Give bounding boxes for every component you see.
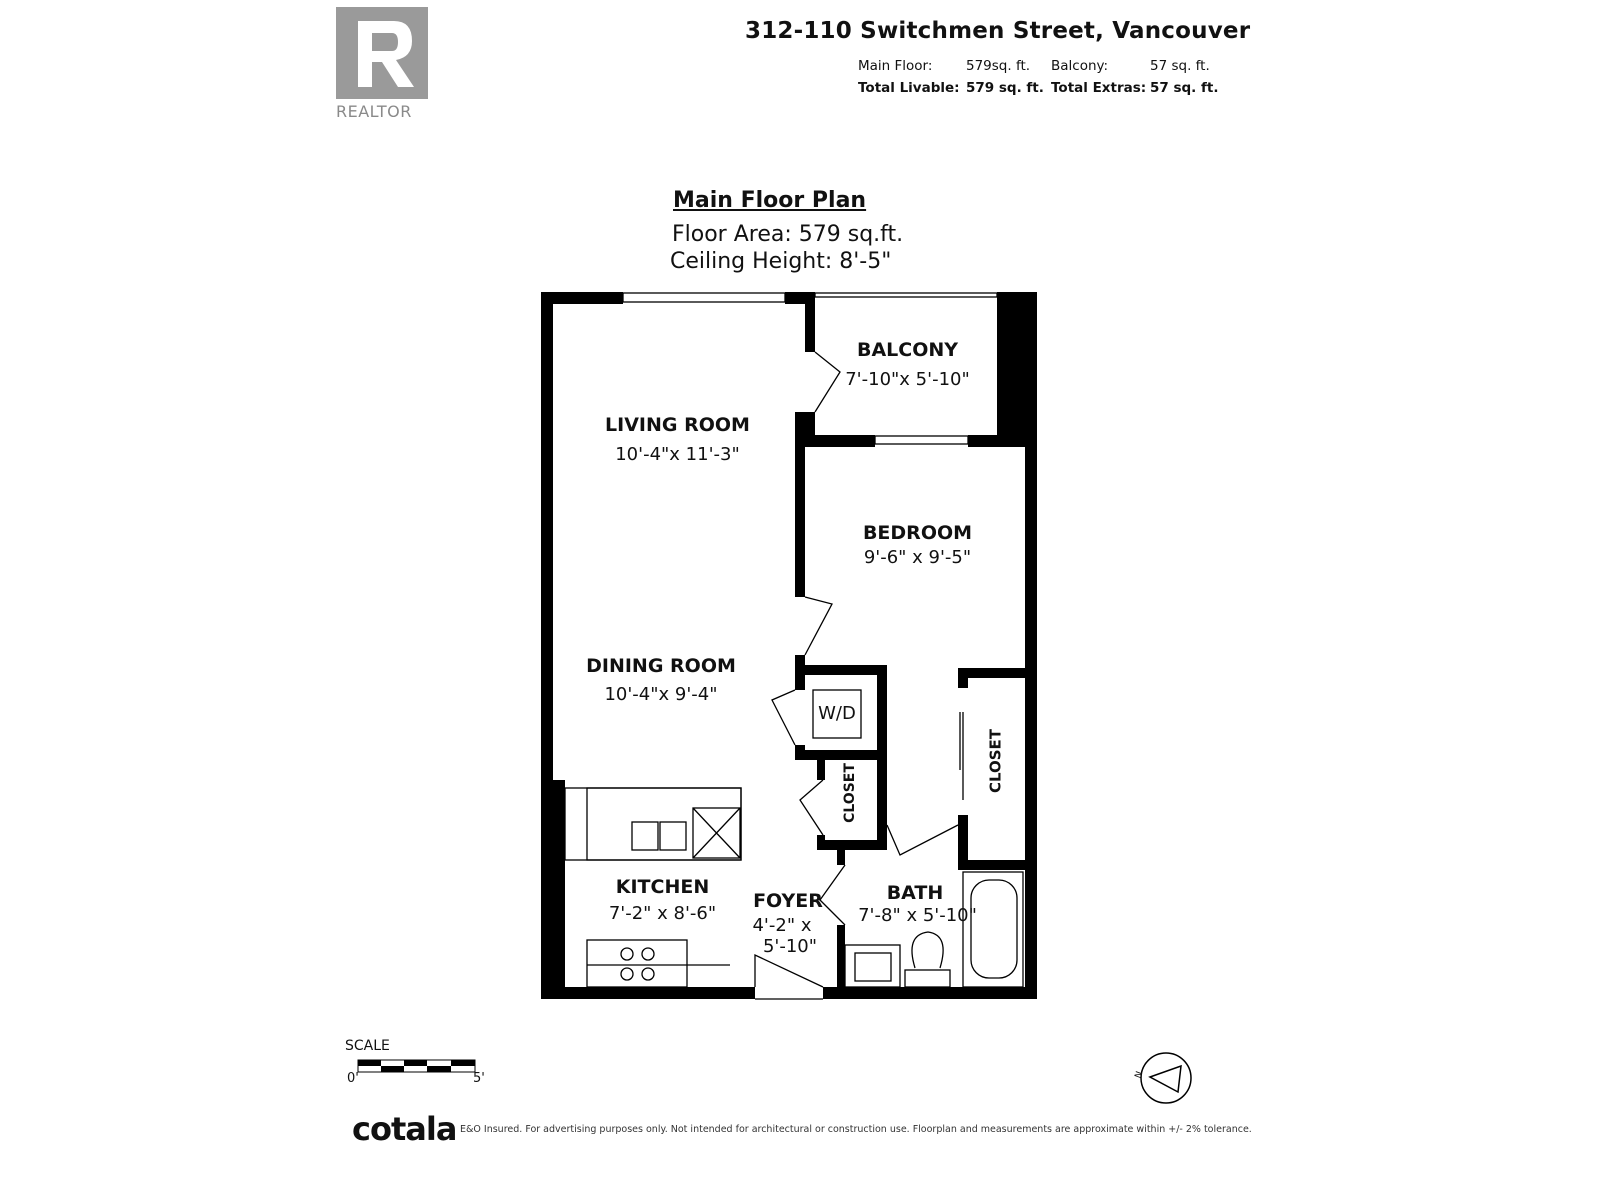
main-floor-value: 579sq. ft. bbox=[966, 58, 1031, 74]
room-label: BALCONY bbox=[856, 339, 959, 361]
compass-icon bbox=[1140, 1052, 1192, 1104]
address-title: 312-110 Switchmen Street, Vancouver bbox=[745, 18, 1251, 44]
room-label: CLOSET bbox=[986, 728, 1005, 794]
total-extras-label: Total Extras: bbox=[1051, 80, 1147, 96]
room-dims: 7'-2" x 8'-6" bbox=[608, 903, 717, 924]
total-livable-label: Total Livable: bbox=[858, 80, 960, 96]
room-label: DINING ROOM bbox=[586, 655, 736, 677]
total-livable-value: 579 sq. ft. bbox=[966, 80, 1044, 96]
room-label: KITCHEN bbox=[615, 876, 710, 898]
room-dims: 10'-4"x 9'-4" bbox=[604, 684, 718, 705]
realtor-logo bbox=[336, 7, 428, 99]
total-extras-value: 57 sq. ft. bbox=[1150, 80, 1219, 96]
room-dims: 5'-10" bbox=[762, 936, 818, 957]
room-label: LIVING ROOM bbox=[605, 414, 750, 436]
cotala-logo: cotala bbox=[352, 1110, 457, 1148]
scale-label: SCALE bbox=[345, 1038, 390, 1054]
room-dims: 10'-4"x 11'-3" bbox=[615, 444, 740, 465]
room-label: FOYER bbox=[753, 890, 823, 912]
room-label: BATH bbox=[886, 882, 944, 904]
disclaimer: E&O Insured. For advertising purposes on… bbox=[460, 1124, 1252, 1135]
main-floor-label: Main Floor: bbox=[858, 58, 933, 74]
room-label: CLOSET bbox=[842, 763, 858, 823]
balcony-label: Balcony: bbox=[1051, 58, 1109, 74]
room-dims: 7'-10"x 5'-10" bbox=[845, 369, 970, 390]
room-dims: 9'-6" x 9'-5" bbox=[863, 547, 972, 568]
room-dims: 4'-2" x bbox=[752, 915, 812, 936]
scale-bar bbox=[357, 1059, 476, 1073]
ceiling-height: Ceiling Height: 8'-5" bbox=[670, 249, 892, 274]
floor-area: Floor Area: 579 sq.ft. bbox=[672, 222, 904, 247]
walls bbox=[541, 292, 1037, 999]
plan-title: Main Floor Plan bbox=[673, 188, 867, 213]
scale-start: 0' bbox=[347, 1071, 359, 1086]
realtor-logo-text: REALTOR bbox=[336, 102, 412, 121]
room-label: BEDROOM bbox=[862, 522, 973, 544]
room-dims: 7'-8" x 5'-10" bbox=[858, 905, 977, 926]
realtor-r-icon bbox=[358, 21, 414, 87]
balcony-value: 57 sq. ft. bbox=[1150, 58, 1210, 74]
fixtures bbox=[564, 292, 1024, 1000]
scale-end: 5' bbox=[473, 1071, 485, 1086]
washer-dryer-label: W/D bbox=[818, 703, 856, 724]
